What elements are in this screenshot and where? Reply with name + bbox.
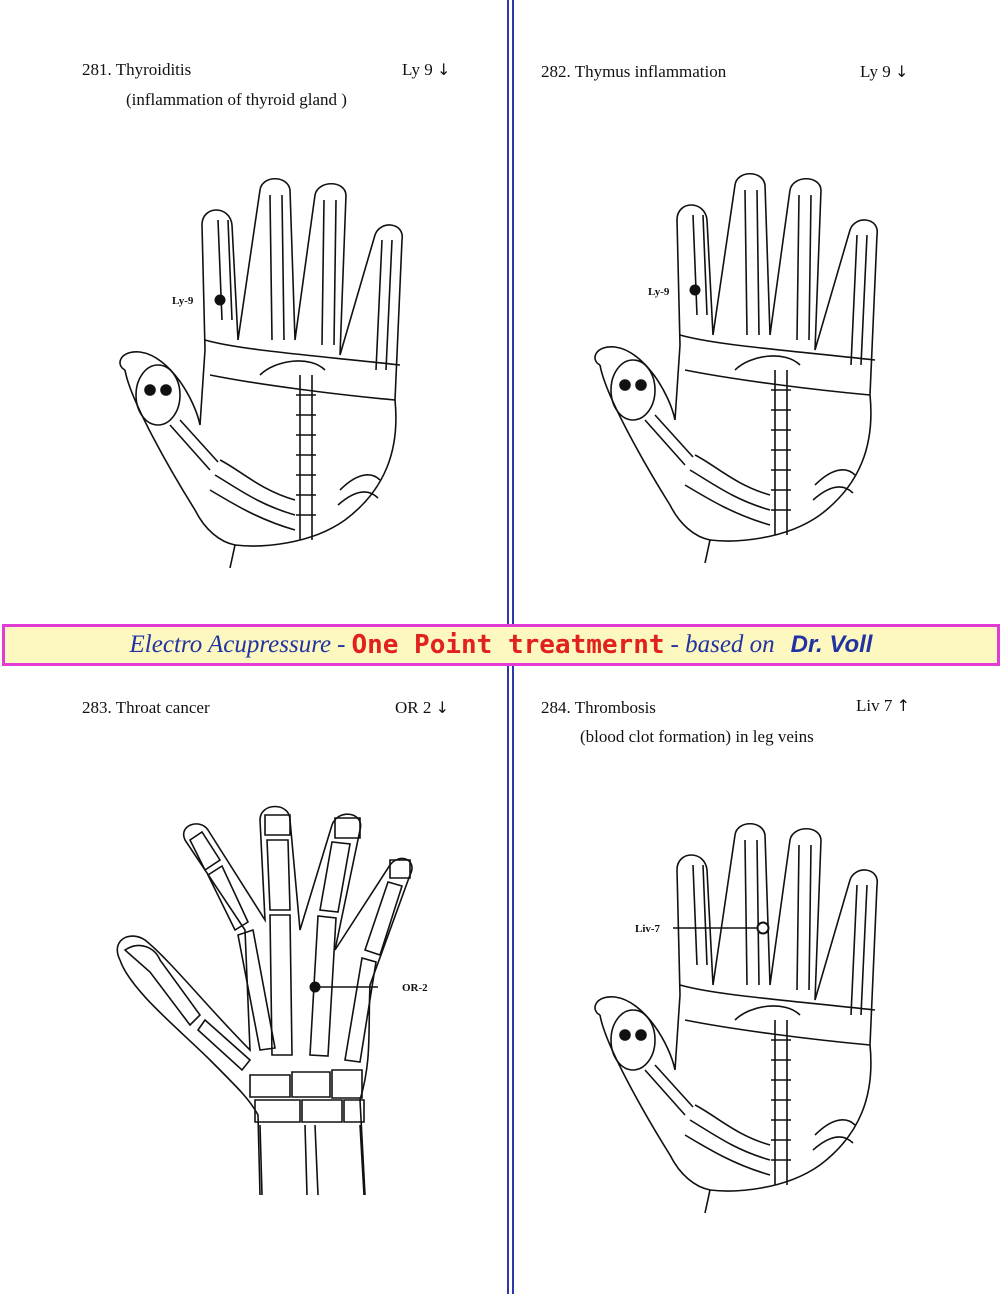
point-label: OR 2 ↓ bbox=[395, 698, 449, 718]
diagram-point-label: OR-2 bbox=[402, 982, 428, 994]
arrow-up-icon: ↑ bbox=[896, 696, 911, 715]
panel-title: 283. Throat cancer bbox=[82, 698, 210, 717]
banner-separator-2: - based on bbox=[670, 631, 775, 658]
arrow-down-icon: ↓ bbox=[435, 698, 450, 717]
panel-title: 282. Thymus inflammation bbox=[541, 62, 727, 81]
panel-title: 284. Thrombosis bbox=[541, 698, 656, 717]
point-label: Liv 7 ↑ bbox=[856, 696, 910, 716]
banner-part1: Electro Acupressure bbox=[129, 631, 332, 658]
point-label: Ly 9 ↓ bbox=[860, 62, 908, 82]
panel-subtitle: (inflammation of thyroid gland ) bbox=[126, 90, 347, 109]
title-banner: Electro Acupressure - One Point treatmer… bbox=[2, 624, 1000, 666]
hand-skeleton-diagram: Liv-7 bbox=[594, 822, 878, 1214]
point-label: Ly 9 ↓ bbox=[402, 60, 450, 80]
banner-part2: One Point treatmernt bbox=[351, 630, 665, 660]
panel-title: 281. Thyroiditis bbox=[82, 60, 192, 79]
point-name: Ly 9 bbox=[402, 60, 433, 79]
hand-bones-diagram: OR-2 bbox=[116, 805, 428, 1196]
point-name: OR 2 bbox=[395, 698, 432, 717]
diagram-point-label: Ly-9 bbox=[648, 286, 670, 298]
hand-skeleton-diagram: Ly-9 bbox=[594, 172, 878, 564]
diagram-point-label: Liv-7 bbox=[635, 923, 661, 935]
diagram-point-label: Ly-9 bbox=[172, 295, 194, 307]
point-name: Liv 7 bbox=[856, 696, 893, 715]
hand-skeleton-diagram: Ly-9 bbox=[119, 177, 403, 569]
panel-subtitle: (blood clot formation) in leg veins bbox=[580, 727, 814, 746]
banner-separator: - bbox=[337, 631, 346, 658]
arrow-down-icon: ↓ bbox=[436, 60, 451, 79]
point-name: Ly 9 bbox=[860, 62, 891, 81]
banner-part3: Dr. Voll bbox=[790, 631, 873, 658]
arrow-down-icon: ↓ bbox=[894, 62, 909, 81]
